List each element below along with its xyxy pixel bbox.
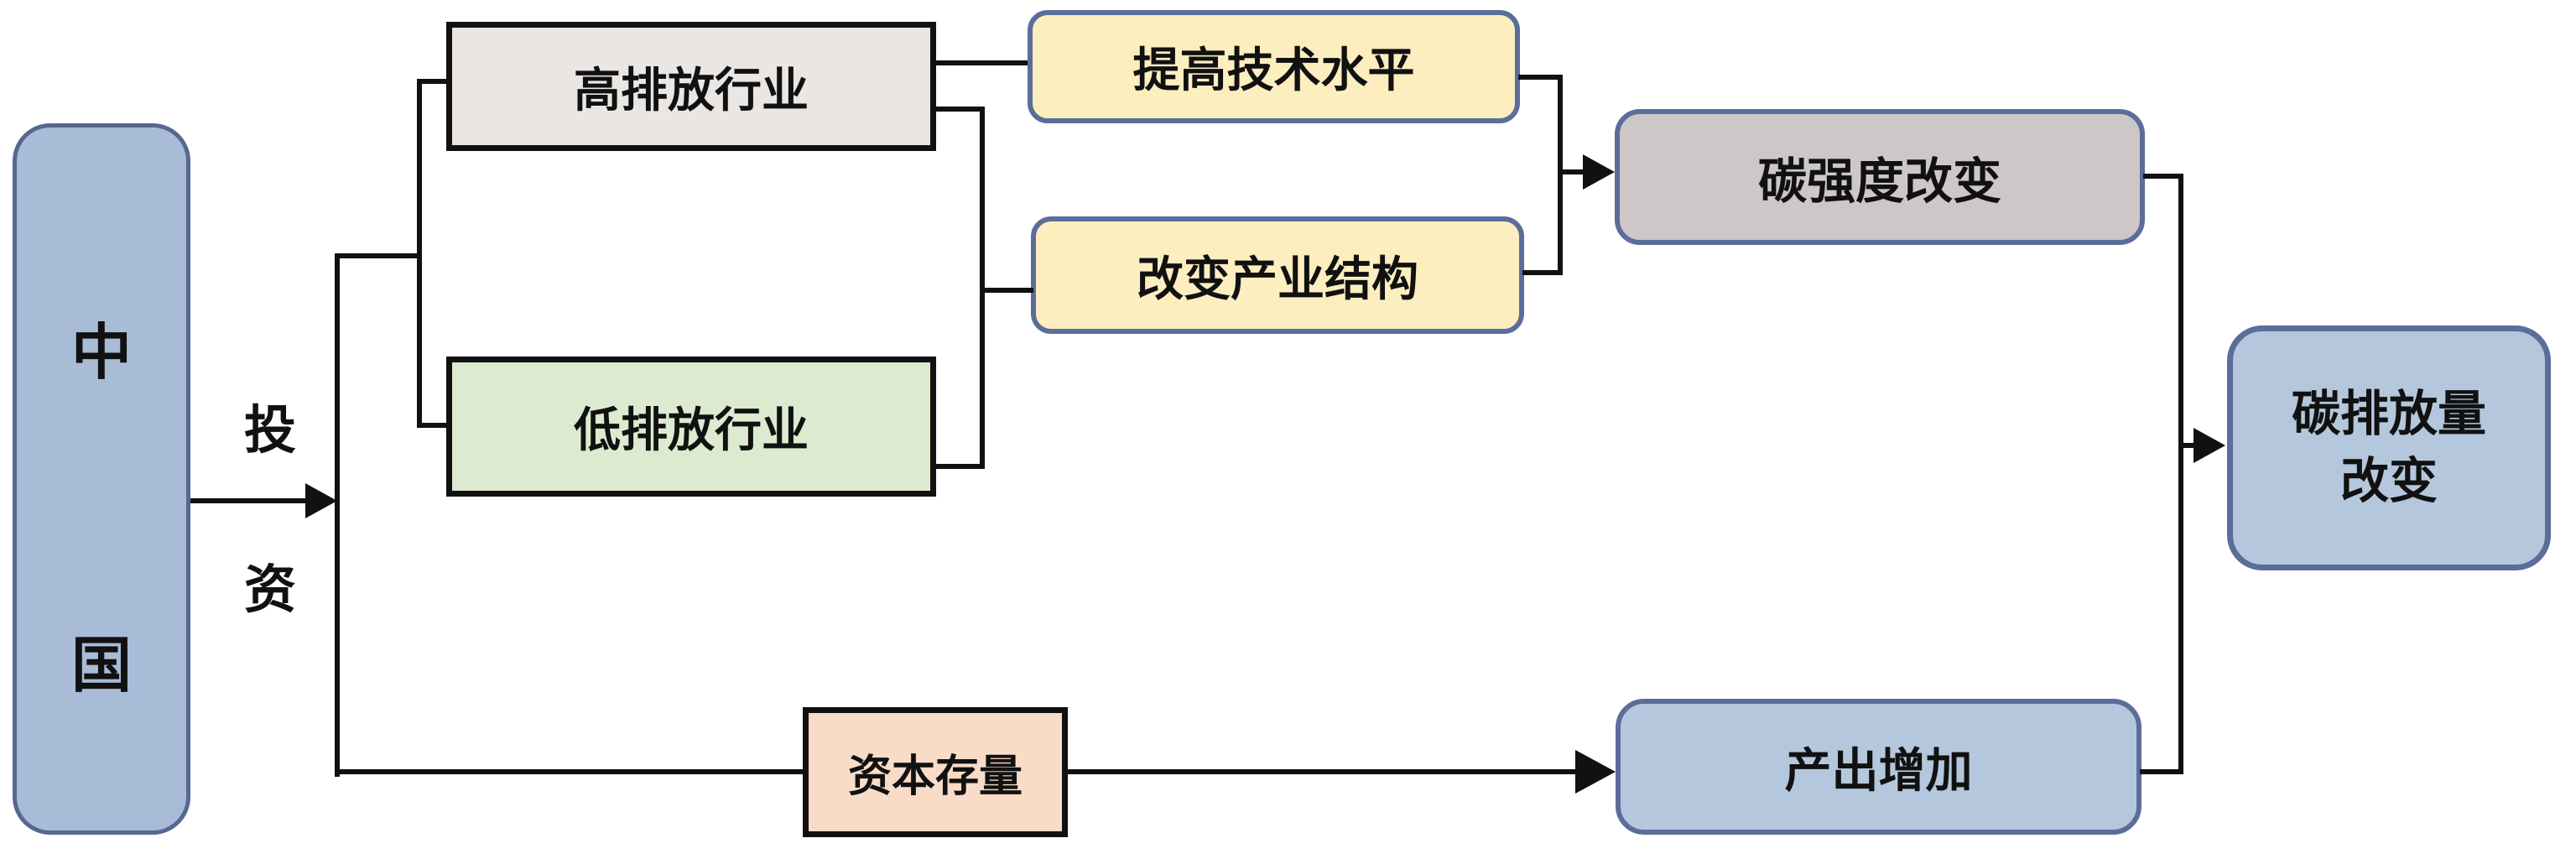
node-carbon-intensity-change: 碳强度改变 bbox=[1615, 109, 2145, 245]
node-china-char-1: 中 bbox=[70, 320, 132, 387]
node-high-emission-label: 高排放行业 bbox=[574, 65, 809, 117]
edge-branch-trunk-vertical bbox=[335, 253, 340, 777]
edge-branch-top-horizontal bbox=[335, 253, 422, 258]
node-low-emission-label: 低排放行业 bbox=[574, 405, 809, 457]
edge-industry-right-bracket-stub-top bbox=[933, 107, 983, 112]
edge-to-carbon-intensity-line bbox=[1558, 169, 1585, 174]
node-carbon-intensity-label: 碳强度改变 bbox=[1757, 154, 2001, 209]
edge-to-carbon-emission-arrowhead-icon bbox=[2194, 428, 2225, 463]
node-carbon-emission-change: 碳排放量 改变 bbox=[2227, 325, 2551, 570]
edge-label-investment-char-1: 投 bbox=[243, 403, 296, 460]
node-china: 中 国 bbox=[13, 123, 190, 835]
edge-to-carbon-emission-line bbox=[2178, 443, 2195, 448]
node-high-emission-industry: 高排放行业 bbox=[446, 22, 936, 151]
edge-bracket-to-change-structure bbox=[980, 288, 1033, 293]
node-output-increase-label: 产出增加 bbox=[1784, 745, 1973, 798]
edge-yellow-bracket-vertical bbox=[1558, 75, 1563, 275]
node-carbon-emission-line-1: 碳排放量 bbox=[2291, 386, 2486, 441]
node-capital-stock: 资本存量 bbox=[803, 707, 1068, 837]
node-low-emission-industry: 低排放行业 bbox=[446, 357, 936, 497]
edge-branch-to-capital-stock bbox=[335, 769, 804, 774]
edge-china-invest-arrowhead-icon bbox=[305, 483, 337, 518]
edge-capital-to-output-arrowhead-icon bbox=[1575, 750, 1616, 794]
edge-to-carbon-intensity-arrowhead-icon bbox=[1583, 154, 1615, 190]
edge-capital-to-output-line bbox=[1066, 769, 1575, 774]
node-carbon-emission-line-2: 改变 bbox=[2339, 454, 2438, 508]
edge-industry-right-bracket-stub-bottom bbox=[933, 464, 983, 469]
edge-label-investment-char-2: 资 bbox=[243, 562, 296, 619]
edge-high-to-tech bbox=[936, 60, 1028, 65]
node-output-increase: 产出增加 bbox=[1616, 699, 2141, 835]
edge-industry-left-bracket-stub-top bbox=[417, 79, 449, 84]
node-change-structure-label: 改变产业结构 bbox=[1137, 253, 1418, 306]
edge-yellow-bracket-stub-bottom bbox=[1522, 270, 1563, 275]
node-improve-tech-level: 提高技术水平 bbox=[1028, 10, 1520, 123]
edge-china-invest-line bbox=[190, 498, 308, 503]
edge-industry-left-bracket-stub-bottom bbox=[417, 423, 449, 428]
node-china-char-2: 国 bbox=[70, 633, 132, 700]
edge-industry-left-bracket-vertical bbox=[417, 79, 422, 428]
edge-right-bracket-vertical bbox=[2178, 174, 2183, 774]
node-change-industrial-structure: 改变产业结构 bbox=[1031, 216, 1524, 334]
edge-yellow-bracket-stub-top bbox=[1518, 75, 1560, 80]
node-improve-tech-label: 提高技术水平 bbox=[1132, 45, 1415, 97]
edge-right-bracket-stub-bottom bbox=[2140, 769, 2183, 774]
edge-right-bracket-stub-top bbox=[2143, 174, 2183, 179]
node-capital-stock-label: 资本存量 bbox=[847, 753, 1023, 801]
